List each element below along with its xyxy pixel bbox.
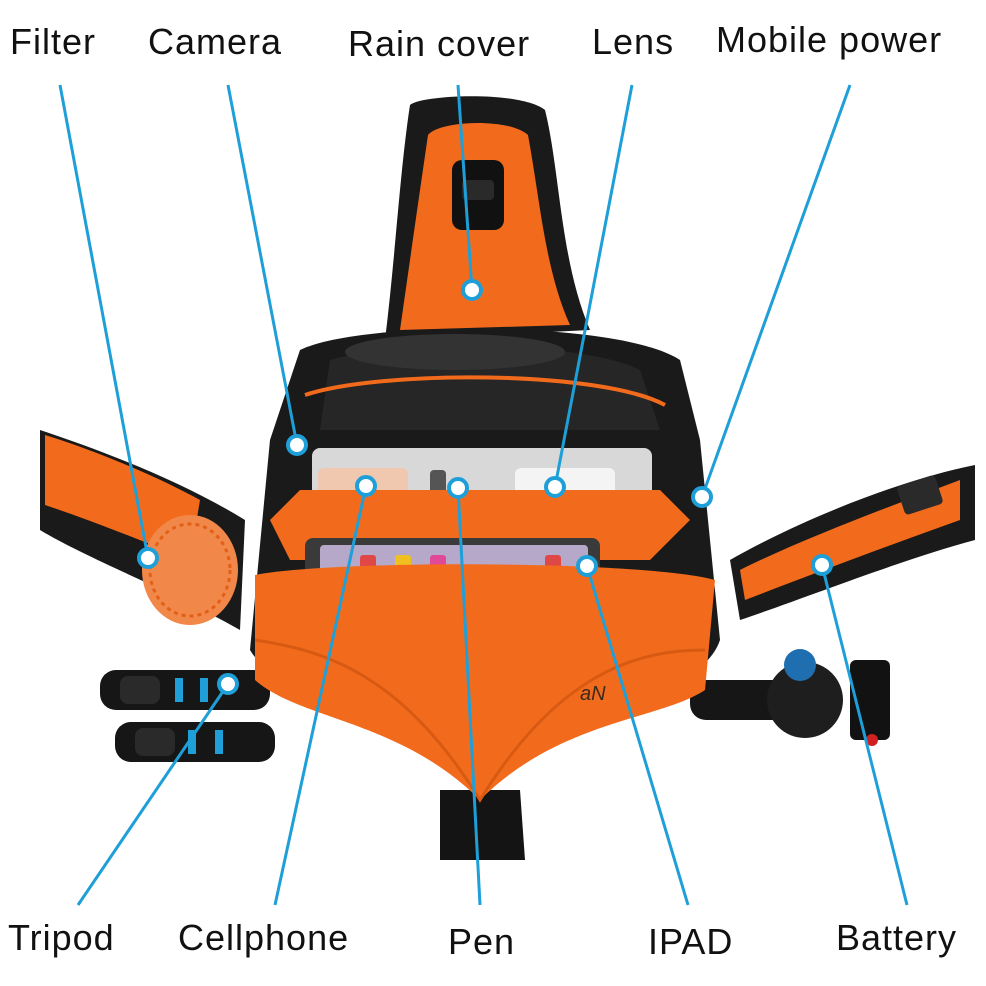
callout-lines <box>58 84 909 906</box>
tripod <box>100 670 275 762</box>
callout-dot-tripod <box>217 673 239 695</box>
callout-dot-cellphone <box>355 475 377 497</box>
bottom-strap <box>440 790 525 860</box>
callout-line-ipad <box>585 565 690 906</box>
flap-seam <box>254 638 706 803</box>
right-side-pocket <box>730 465 975 620</box>
label-pen: Pen <box>448 921 516 962</box>
label-battery: Battery <box>836 917 958 958</box>
label-cellphone: Cellphone <box>178 917 350 958</box>
front-flap <box>255 564 715 800</box>
brand-mark: aN <box>580 683 606 705</box>
callout-line-camera <box>226 84 299 446</box>
label-lens: Lens <box>592 21 675 62</box>
callout-dot-lens <box>544 476 566 498</box>
callout-line-tripod <box>76 683 230 906</box>
label-filter: Filter <box>10 21 96 62</box>
callout-dot-battery <box>811 554 833 576</box>
callout-line-rain-cover <box>456 84 474 291</box>
label-rain-cover: Rain cover <box>348 23 531 64</box>
callout-line-battery <box>820 564 909 906</box>
callout-line-mobile-power <box>700 84 852 498</box>
label-tripod: Tripod <box>8 917 115 958</box>
callout-dot-rain-cover <box>461 279 483 301</box>
callout-dot-pen <box>447 477 469 499</box>
callout-dot-camera <box>286 434 308 456</box>
callout-dot-ipad <box>576 555 598 577</box>
callout-line-cellphone <box>273 485 368 906</box>
label-ipad: IPAD <box>648 921 734 962</box>
label-mobile-power: Mobile power <box>716 19 943 60</box>
tripod-head <box>690 649 890 746</box>
callout-line-lens <box>553 84 634 488</box>
callout-line-filter <box>58 84 150 559</box>
callout-dot-mobile-power <box>691 486 713 508</box>
shoulder-strap <box>385 96 590 340</box>
callout-line-pen <box>456 487 482 906</box>
label-camera: Camera <box>148 21 283 62</box>
callout-dot-filter <box>137 547 159 569</box>
